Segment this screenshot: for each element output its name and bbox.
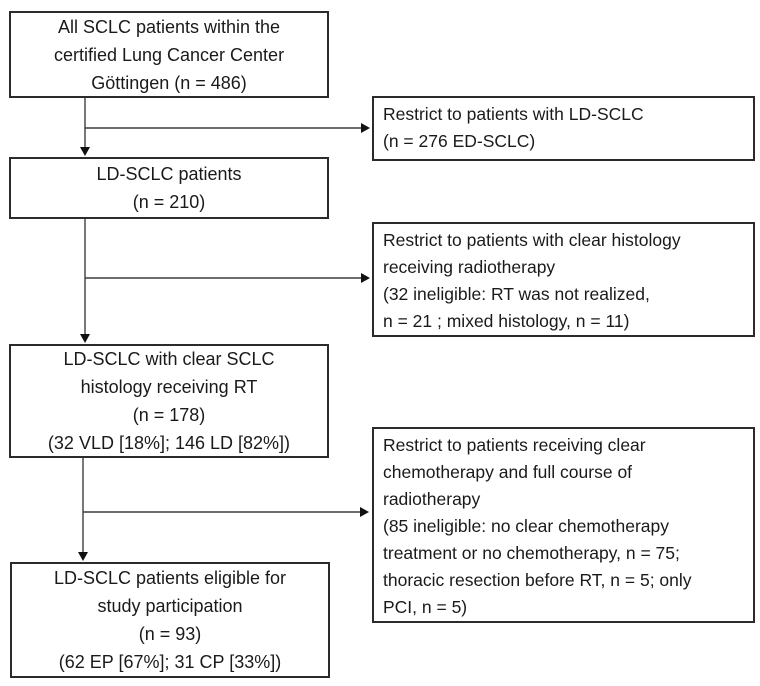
flow-box-exclusion-clear-chemo: Restrict to patients receiving clear che… [372,427,755,623]
flow-box-exclusion-ld-sclc: Restrict to patients with LD-SCLC (n = 2… [372,96,755,161]
flow-box-ld-sclc-patients: LD-SCLC patients (n = 210) [9,157,329,219]
arrow-right-icon-3 [360,507,369,517]
arrow-right-icon-2 [361,273,370,283]
arrow-down-icon-1 [80,147,90,156]
flow-box-exclusion-clear-histology: Restrict to patients with clear histolog… [372,222,755,337]
arrow-right-icon-1 [361,123,370,133]
flow-box-all-sclc-patients: All SCLC patients within the certified L… [9,11,329,98]
arrow-down-icon-3 [78,552,88,561]
flow-box-ld-sclc-clear-histology-rt: LD-SCLC with clear SCLC histology receiv… [9,344,329,458]
arrow-down-icon-2 [80,334,90,343]
flow-box-ld-sclc-eligible: LD-SCLC patients eligible for study part… [10,562,330,678]
